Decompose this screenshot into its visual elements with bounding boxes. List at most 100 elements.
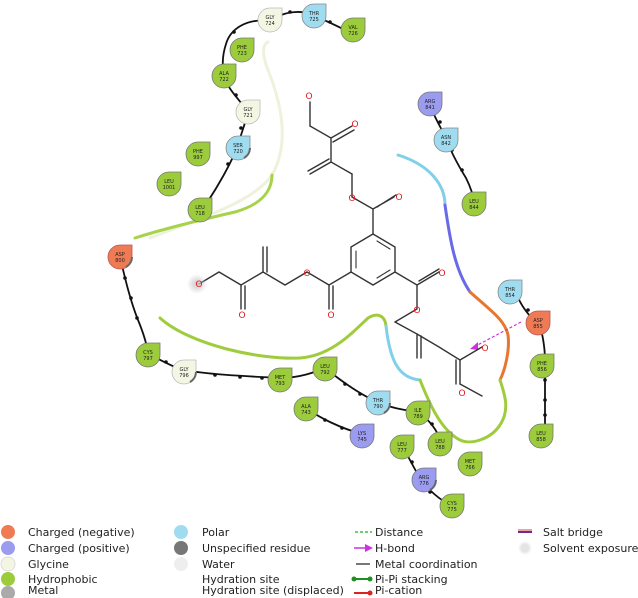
- residue-arg776: ARG 776: [411, 467, 437, 493]
- residue-name: GLY: [179, 367, 189, 373]
- residue-name: ARG: [419, 475, 430, 481]
- residue-number: 776: [419, 481, 429, 487]
- residue-arg841: ARG 841: [417, 91, 443, 117]
- residue-number: 854: [505, 293, 515, 299]
- residue-lys745: LYS 745: [349, 423, 375, 449]
- legend-label: Polar: [202, 526, 230, 539]
- residue-leu788: LEU 788: [427, 431, 453, 457]
- oxygen-atom: O: [305, 92, 312, 102]
- polar-swatch: [174, 525, 188, 539]
- legend-label: Water: [202, 558, 235, 571]
- residue-leu792: LEU 792: [312, 356, 338, 382]
- residue-number: 788: [435, 445, 445, 451]
- residue-thr854: THR 854: [497, 279, 523, 305]
- chain-c: [205, 111, 249, 205]
- pocket-upper-left-segment: [148, 40, 284, 240]
- pocket-cyan-segment: [384, 324, 422, 382]
- residue-gly724: GLY 724: [257, 7, 283, 33]
- residue-name: LEU: [164, 179, 174, 185]
- residue-name: LEU: [195, 205, 205, 211]
- residue-asn842: ASN 842: [433, 127, 459, 153]
- legend-label: Distance: [375, 526, 423, 539]
- oxygen-atom: O: [413, 306, 420, 316]
- residue-number: 775: [447, 507, 457, 513]
- chain-e: [119, 256, 149, 355]
- residue-phe723: PHE 723: [229, 37, 255, 63]
- residue-bubbles: GLY 724 THR 725 VAL 726 PHE 723 ALA 722 …: [107, 3, 555, 519]
- residue-ala722: ALA 722: [211, 63, 237, 89]
- residue-asp855: ASP 855: [525, 310, 551, 336]
- residue-number: 777: [397, 448, 407, 454]
- residue-leu844: LEU 844: [461, 191, 487, 217]
- residue-name: GLY: [243, 107, 253, 113]
- residue-name: SER: [233, 143, 243, 149]
- residue-number: 800: [115, 258, 125, 264]
- residue-number: 766: [465, 465, 475, 471]
- residue-name: LEU: [536, 431, 546, 437]
- residue-leu1001: LEU 1001: [156, 171, 182, 197]
- residue-gly796: GLY 796: [171, 359, 197, 385]
- residue-number: 789: [413, 414, 423, 420]
- residue-name: LEU: [469, 199, 479, 205]
- legend-label: Charged (positive): [28, 542, 130, 555]
- legend-col3: Distance H-bond Metal coordination Pi-Pi…: [351, 526, 478, 597]
- residue-name: MET: [275, 375, 286, 381]
- legend-label: Salt bridge: [543, 526, 603, 539]
- hydrophobic-swatch: [1, 572, 15, 586]
- solvent-exposure-marker: [187, 274, 207, 294]
- legend-col2: Polar Unspecified residue Water Hydratio…: [174, 525, 344, 597]
- residue-number: 793: [275, 381, 285, 387]
- legend-label: Solvent exposure: [543, 542, 638, 555]
- negative-swatch: [1, 525, 15, 539]
- residue-number: 721: [243, 113, 253, 119]
- residue-name: CYS: [447, 501, 457, 507]
- residue-name: ASP: [533, 318, 543, 324]
- residue-name: GLY: [265, 15, 275, 21]
- legend-col4: Salt bridge Solvent exposure: [518, 526, 638, 555]
- pocket-blue-segment: [443, 203, 472, 294]
- residue-number: 841: [425, 105, 435, 111]
- residue-phe856: PHE 856: [529, 353, 555, 379]
- residue-thr790: THR 790: [365, 390, 391, 416]
- residue-number: 842: [441, 141, 451, 147]
- residue-number: 720: [233, 149, 243, 155]
- residue-name: LEU: [435, 439, 445, 445]
- residue-thr725: THR 725: [301, 3, 327, 29]
- legend-label: Charged (negative): [28, 526, 135, 539]
- residue-name: LYS: [358, 431, 366, 437]
- residue-name: THR: [504, 287, 516, 293]
- residue-number: 718: [195, 211, 205, 217]
- residue-cys775: CYS 775: [439, 493, 465, 519]
- residue-val726: VAL 726: [340, 17, 366, 43]
- oxygen-atom: O: [195, 280, 202, 290]
- hbond-interaction: [470, 321, 522, 350]
- residue-phe997: PHE 997: [185, 141, 211, 167]
- residue-number: 725: [309, 17, 319, 23]
- oxygen-atom: O: [438, 269, 445, 279]
- residue-leu718: LEU 718: [187, 197, 213, 223]
- residue-name: THR: [308, 11, 320, 17]
- pocket-right-green-segment: [418, 378, 508, 444]
- residue-met766: MET 766: [457, 451, 483, 477]
- residue-number: 726: [348, 31, 358, 37]
- residue-name: ARG: [425, 99, 436, 105]
- positive-swatch: [1, 541, 15, 555]
- hbond-dashed-line: [471, 321, 522, 349]
- pocket-outline: [133, 40, 510, 444]
- legend-label: Hydration site: [202, 573, 280, 586]
- chain-d: [429, 103, 475, 203]
- residue-name: THR: [372, 398, 384, 404]
- oxygen-atom: O: [327, 311, 334, 321]
- legend-label: H-bond: [375, 542, 415, 555]
- residue-name: LEU: [320, 364, 330, 370]
- residue-number: 855: [533, 324, 543, 330]
- residue-name: CYS: [143, 350, 153, 356]
- residue-name: PHE: [537, 361, 547, 367]
- residue-name: VAL: [348, 25, 358, 31]
- legend-label: Pi-Pi stacking: [375, 573, 448, 586]
- ligand-structure: [198, 101, 483, 397]
- residue-name: PHE: [193, 149, 203, 155]
- glycine-swatch: [0, 556, 16, 572]
- legend-label: Hydration site (displaced): [202, 584, 344, 597]
